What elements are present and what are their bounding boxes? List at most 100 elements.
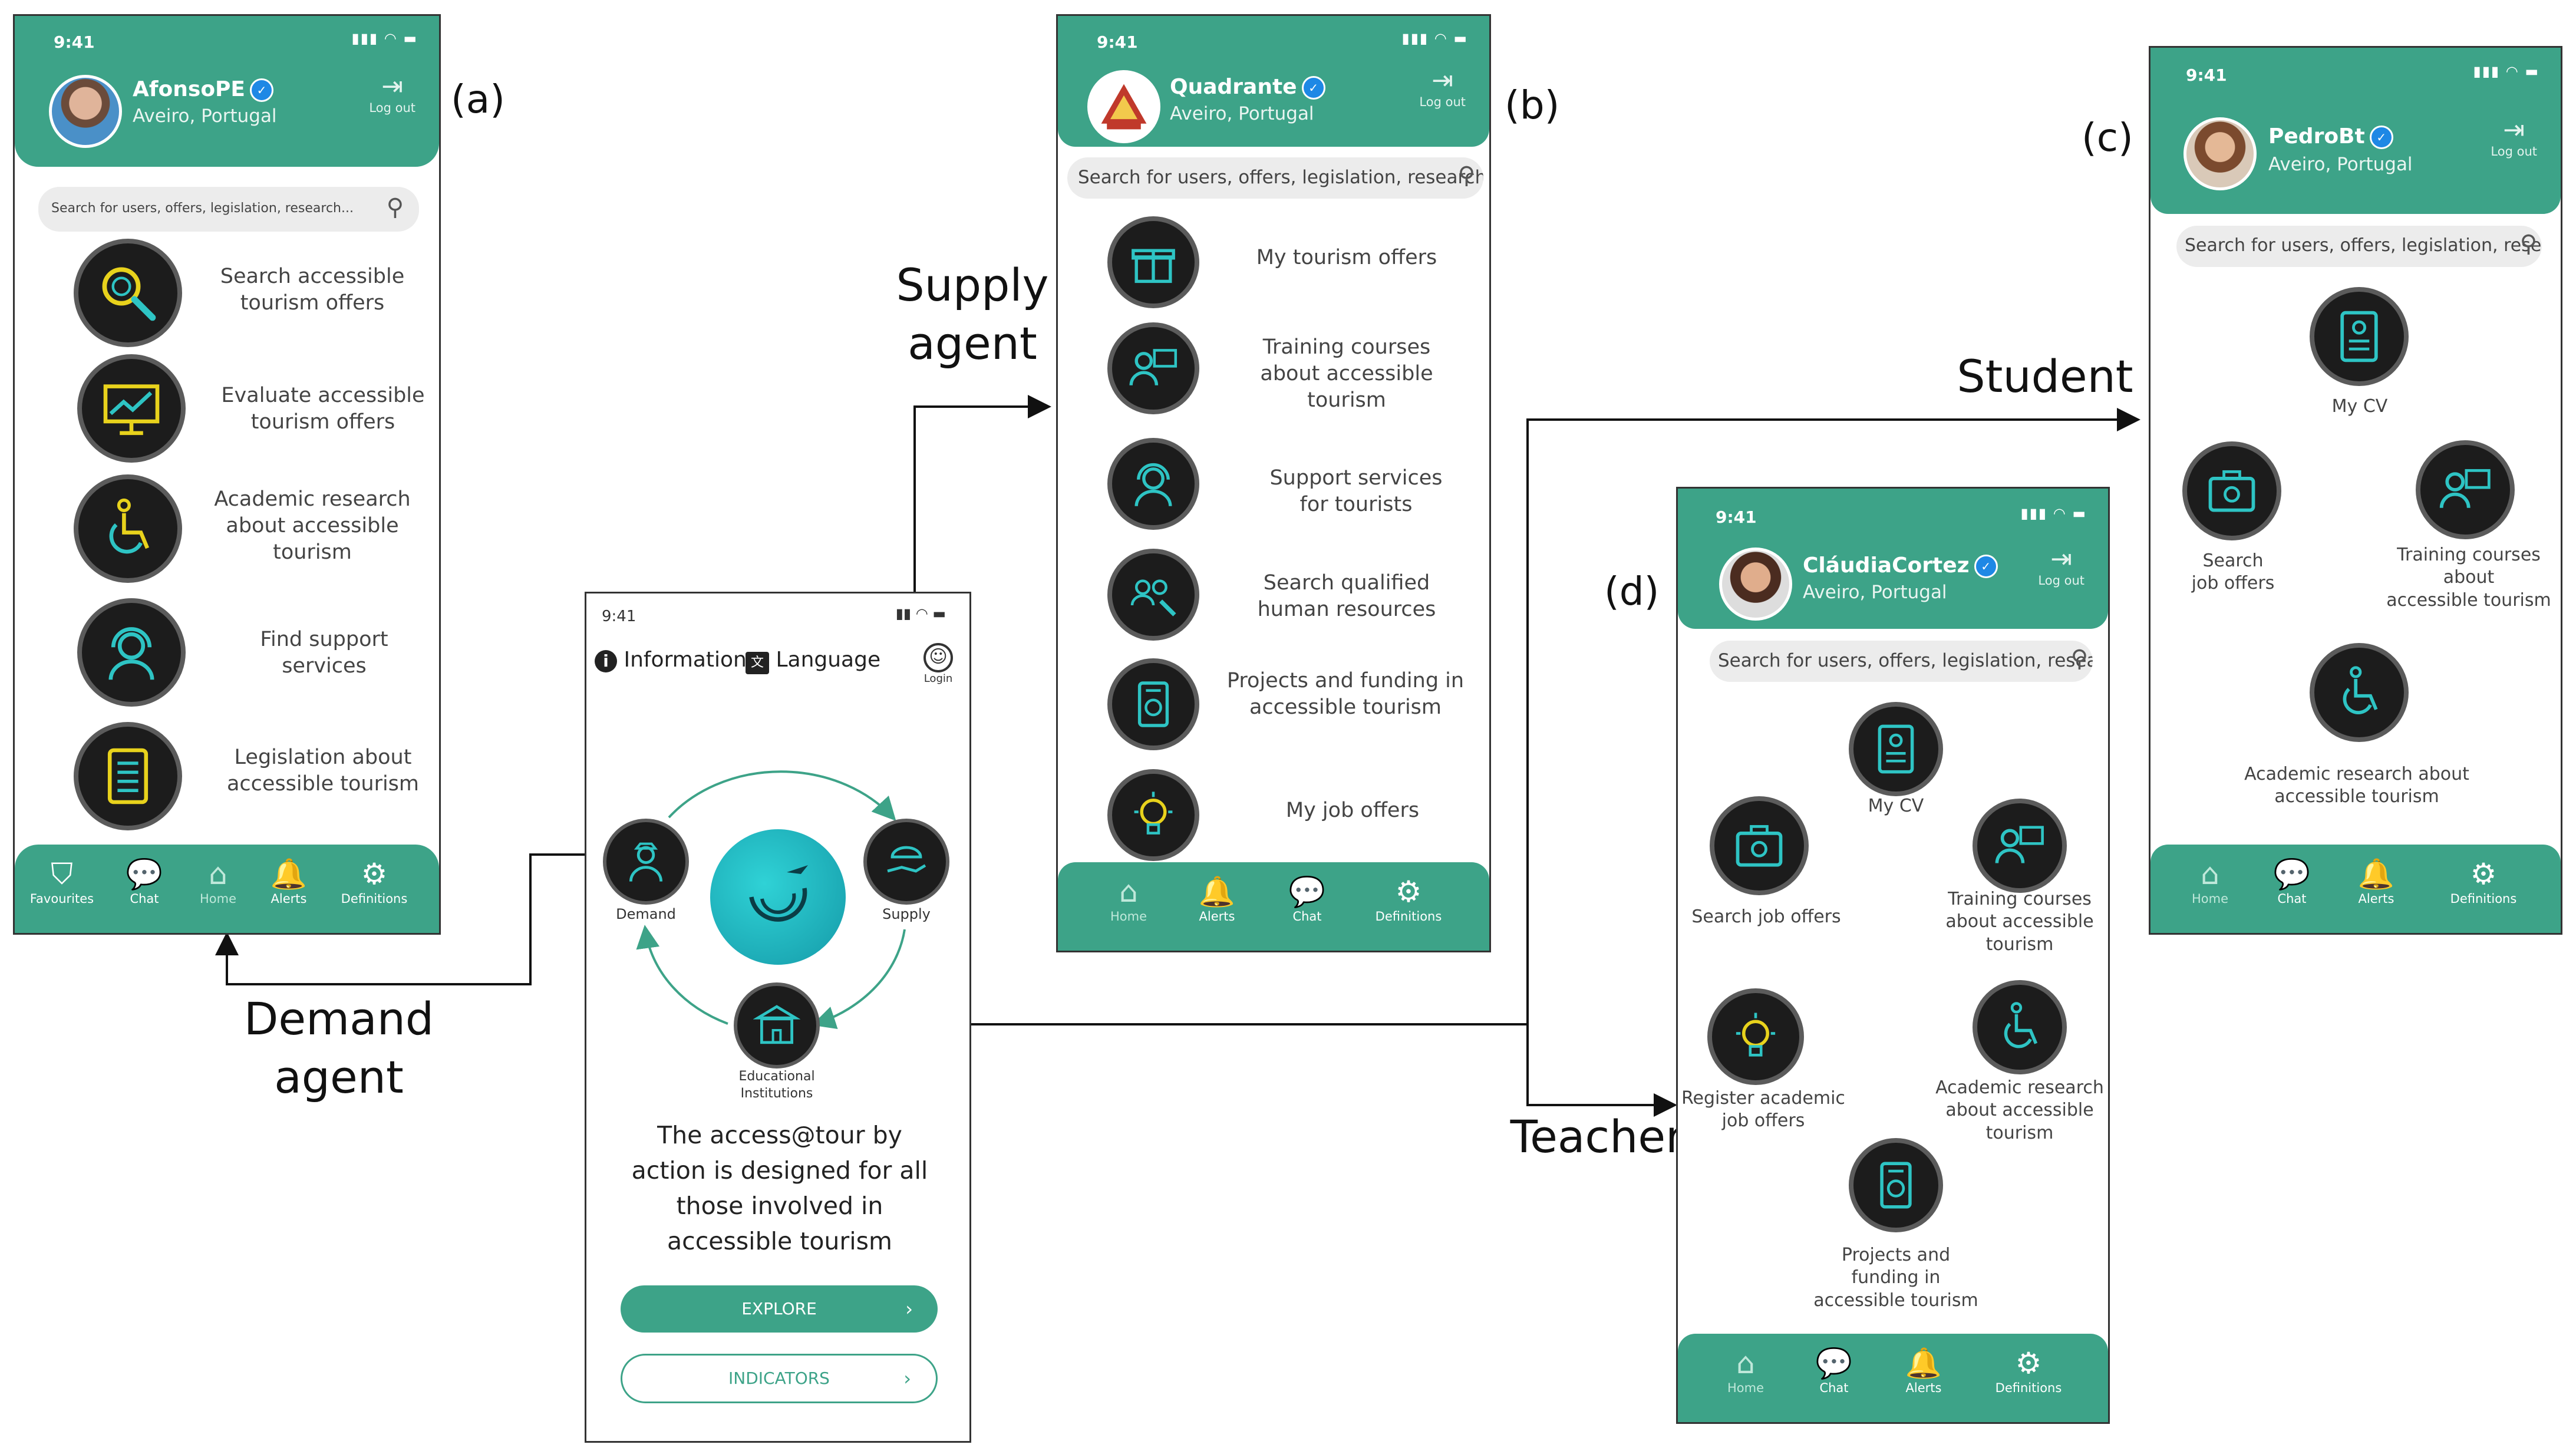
training-courses-button[interactable] xyxy=(2416,440,2515,539)
teacher-label: Teacher xyxy=(1510,1110,1684,1163)
user-location: Aveiro, Portugal xyxy=(2268,154,2413,175)
nav-home[interactable]: ⌂Home xyxy=(1102,874,1155,924)
my-cv-button[interactable] xyxy=(2310,287,2409,386)
logout-icon: ⇥ xyxy=(1432,65,1454,95)
avatar[interactable] xyxy=(49,75,122,148)
language-link[interactable]: 文 Language xyxy=(746,648,880,674)
magnifier-icon xyxy=(102,267,156,321)
my-tourism-offers-label: My tourism offers xyxy=(1256,246,1437,269)
status-icons: ▮▮▮ ◠ ▬ xyxy=(2473,63,2539,80)
nav-chat[interactable]: 💬Chat xyxy=(1808,1346,1861,1395)
bell-icon: 🔔 xyxy=(2357,857,2395,891)
register-academic-job-offers-button[interactable] xyxy=(1707,988,1804,1085)
user-icon: ☺ xyxy=(923,643,953,672)
project-icon xyxy=(1880,1162,1912,1209)
quadrante-logo-icon xyxy=(1101,84,1147,130)
logout-button[interactable]: ⇥Log out xyxy=(2491,115,2537,159)
nav-home[interactable]: ⌂Home xyxy=(1719,1346,1772,1395)
search-job-offers-button[interactable] xyxy=(1710,796,1809,895)
search-offers-button[interactable] xyxy=(74,239,182,347)
nav-alerts[interactable]: 🔔Alerts xyxy=(1190,874,1244,924)
explore-button[interactable]: EXPLORE › xyxy=(621,1285,938,1333)
bottom-nav: ⌂Home 💬Chat 🔔Alerts ⚙Definitions xyxy=(2150,845,2561,933)
legislation-button[interactable] xyxy=(74,722,182,830)
search-input[interactable]: Search for users, offers, legislation, r… xyxy=(2176,226,2542,267)
home-icon: ⌂ xyxy=(2201,857,2219,891)
logout-button[interactable]: ⇥Log out xyxy=(369,71,415,116)
information-link[interactable]: i Information xyxy=(595,648,747,672)
my-job-offers-button[interactable] xyxy=(1107,769,1199,861)
gear-icon: ⚙ xyxy=(361,857,388,891)
nav-alerts[interactable]: 🔔Alerts xyxy=(1897,1346,1950,1395)
projects-funding-button[interactable] xyxy=(1107,658,1199,750)
clock: 9:41 xyxy=(54,32,95,52)
phone-panel-a: 9:41 ▮▮▮ ◠ ▬ AfonsoPE✓ Aveiro, Portugal … xyxy=(13,14,441,935)
support-services-button[interactable] xyxy=(1107,438,1199,530)
logout-button[interactable]: ⇥Log out xyxy=(1419,65,1466,110)
wheelchair-icon xyxy=(2343,666,2378,714)
training-courses-button[interactable] xyxy=(1107,322,1199,414)
search-input[interactable]: Search for users, offers, legislation, r… xyxy=(1710,641,2093,682)
search-human-resources-button[interactable] xyxy=(1107,549,1199,641)
my-tourism-offers-button[interactable] xyxy=(1107,216,1199,308)
training-courses-button[interactable] xyxy=(1973,799,2067,893)
panel-c-tag: (c) xyxy=(2082,115,2133,160)
academic-research-button[interactable] xyxy=(74,474,182,583)
nav-definitions[interactable]: ⚙Definitions xyxy=(2439,856,2528,906)
demand-arrow xyxy=(215,853,619,985)
nav-home[interactable]: ⌂Home xyxy=(192,856,245,906)
training-icon xyxy=(1129,349,1177,385)
evaluate-offers-button[interactable] xyxy=(77,354,186,463)
login-button[interactable]: ☺ Login xyxy=(923,643,953,685)
project-icon xyxy=(1137,681,1169,727)
nav-alerts[interactable]: 🔔Alerts xyxy=(2350,856,2403,906)
academic-research-button[interactable] xyxy=(2310,643,2409,742)
supply-node[interactable] xyxy=(863,819,949,905)
nav-home[interactable]: ⌂Home xyxy=(2184,856,2237,906)
avatar[interactable] xyxy=(1719,548,1792,621)
chat-icon: 💬 xyxy=(1815,1346,1853,1380)
academic-research-button[interactable] xyxy=(1973,980,2067,1074)
logout-icon: ⇥ xyxy=(2503,115,2525,145)
indicators-button[interactable]: INDICATORS › xyxy=(621,1354,938,1403)
people-search-icon xyxy=(1130,579,1176,616)
nav-chat[interactable]: 💬Chat xyxy=(118,856,171,906)
search-icon: ⚲ xyxy=(386,194,404,221)
nav-definitions[interactable]: ⚙Definitions xyxy=(1984,1346,2073,1395)
support-services-button[interactable] xyxy=(77,598,186,707)
my-cv-button[interactable] xyxy=(1849,702,1943,796)
verified-icon: ✓ xyxy=(1301,76,1325,100)
briefcase-search-icon xyxy=(1736,825,1783,867)
search-input[interactable]: Search for users, offers, legislation, r… xyxy=(38,187,419,232)
user-name[interactable]: PedroBt✓ xyxy=(2268,124,2393,149)
nav-alerts[interactable]: 🔔Alerts xyxy=(262,856,315,906)
nav-chat[interactable]: 💬Chat xyxy=(1281,874,1334,924)
nav-favourites[interactable]: ⛉Favourites xyxy=(27,856,97,906)
search-icon: ⚲ xyxy=(2070,645,2088,672)
demand-node[interactable] xyxy=(603,819,689,905)
search-input[interactable]: Search for users, offers, legislation, r… xyxy=(1067,157,1483,199)
avatar[interactable] xyxy=(2184,117,2257,190)
chart-monitor-icon xyxy=(103,384,160,436)
headset-icon xyxy=(108,627,154,680)
educational-institutions-node[interactable] xyxy=(734,982,820,1069)
nav-chat[interactable]: 💬Chat xyxy=(2265,856,2318,906)
user-name[interactable]: AfonsoPE✓ xyxy=(133,77,274,102)
supply-label: Supply xyxy=(882,906,931,922)
profile-header: 9:41 ▮▮▮ ◠ ▬ PedroBt✓ Aveiro, Portugal ⇥… xyxy=(2150,48,2561,214)
search-job-offers-button[interactable] xyxy=(2182,441,2281,540)
phone-landing: 9:41 ▮▮ ◠ ▬ i Information 文 Language ☺ L… xyxy=(585,592,971,1443)
logout-button[interactable]: ⇥Log out xyxy=(2038,544,2084,588)
company-logo[interactable] xyxy=(1087,70,1160,143)
nav-definitions[interactable]: ⚙Definitions xyxy=(336,856,413,906)
user-name[interactable]: Quadrante✓ xyxy=(1170,75,1325,100)
nav-definitions[interactable]: ⚙Definitions xyxy=(1364,874,1453,924)
user-name[interactable]: CláudiaCortez✓ xyxy=(1803,553,1998,578)
headset-icon xyxy=(1134,463,1172,506)
projects-funding-button[interactable] xyxy=(1849,1138,1943,1232)
